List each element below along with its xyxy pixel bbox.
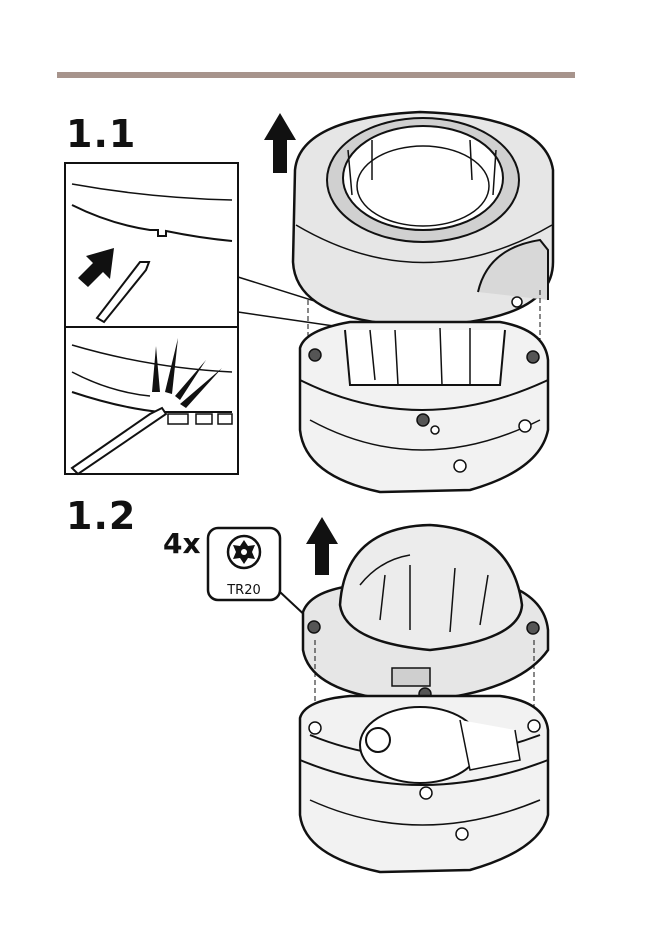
camera-base	[300, 322, 548, 492]
tool-label: TR20	[226, 583, 261, 598]
dome-cover	[303, 525, 548, 700]
arrow-up-icon	[306, 517, 338, 575]
torx-bit-icon	[208, 528, 310, 620]
top-cover	[293, 112, 553, 326]
arrow-up-icon	[264, 113, 296, 173]
camera-base	[300, 696, 548, 872]
